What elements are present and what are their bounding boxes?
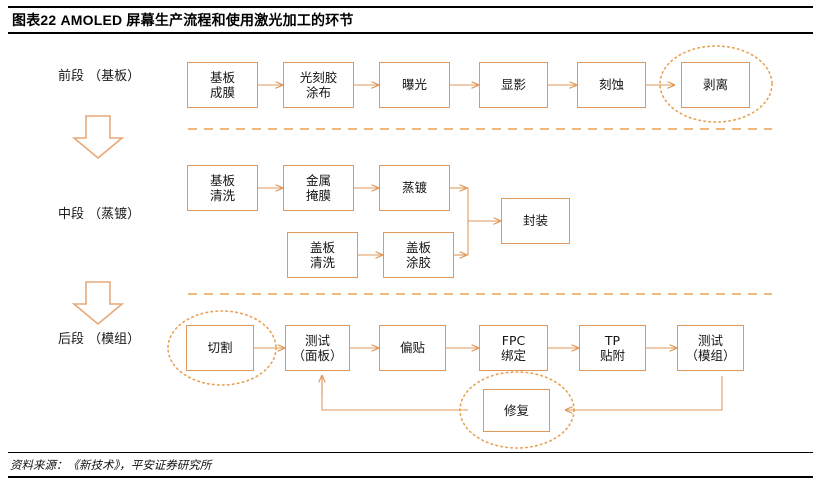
node-polarizer[interactable]: 偏贴 (379, 325, 446, 371)
node-cutting-line1: 切割 (207, 340, 233, 356)
stage-label-front: 前段 （基板） (58, 68, 141, 85)
figure-source-bar: 资料来源：《新技术》，平安证券研究所 (8, 452, 813, 478)
node-tp-attach[interactable]: TP 贴附 (579, 325, 646, 371)
node-test-panel[interactable]: 测试 （面板） (285, 325, 350, 371)
source-note: 资料来源：《新技术》，平安证券研究所 (10, 459, 212, 472)
stage-label-back-line1: 后段 (58, 332, 85, 347)
node-encapsulation-line1: 封装 (522, 213, 548, 229)
node-cover-glue[interactable]: 盖板 涂胶 (383, 232, 454, 278)
node-fpc-bond[interactable]: FPC 绑定 (479, 325, 548, 371)
node-photoresist-coat-line1: 光刻胶 (299, 69, 338, 85)
figure-title-bar: 图表22 AMOLED 屏幕生产流程和使用激光加工的环节 (8, 6, 813, 34)
node-metal-mask[interactable]: 金属 掩膜 (283, 165, 354, 211)
node-exposure[interactable]: 曝光 (379, 62, 450, 108)
node-metal-mask-line1: 金属 (305, 172, 331, 188)
node-test-module-line2: （模组） (685, 348, 736, 363)
node-develop[interactable]: 显影 (479, 62, 548, 108)
node-substrate-clean-line2: 清洗 (209, 188, 235, 203)
node-repair-line1: 修复 (503, 402, 529, 418)
node-cover-glue-line2: 涂胶 (405, 255, 431, 270)
node-cutting[interactable]: 切割 (186, 325, 254, 371)
node-test-panel-line1: 测试 (304, 332, 330, 348)
page-title: 图表22 AMOLED 屏幕生产流程和使用激光加工的环节 (12, 12, 354, 28)
stage-label-front-line1: 前段 (58, 69, 85, 84)
stage-label-back: 后段 （模组） (58, 331, 141, 348)
node-evaporation[interactable]: 蒸镀 (379, 165, 450, 211)
connector-layer (71, 45, 773, 449)
node-repair[interactable]: 修复 (483, 389, 550, 432)
node-cover-glue-line1: 盖板 (405, 239, 431, 255)
node-lift-off[interactable]: 剥离 (681, 62, 750, 108)
node-etch[interactable]: 刻蚀 (577, 62, 646, 108)
node-fpc-bond-line2: 绑定 (500, 348, 526, 363)
node-encapsulation[interactable]: 封装 (501, 198, 570, 244)
node-tp-attach-line1: TP (604, 332, 621, 348)
node-test-module-line1: 测试 (697, 332, 723, 348)
node-evaporation-line1: 蒸镀 (401, 180, 427, 196)
node-substrate-film[interactable]: 基板 成膜 (187, 62, 258, 108)
node-substrate-clean-line1: 基板 (209, 172, 235, 188)
stage-arrow-front-to-middle (71, 115, 125, 160)
stage-label-middle-line1: 中段 (58, 207, 85, 222)
stage-label-back-line2: （模组） (88, 332, 141, 347)
laser-highlight-lift-off (659, 45, 773, 123)
node-substrate-film-line1: 基板 (209, 69, 235, 85)
node-develop-line1: 显影 (500, 77, 526, 93)
node-test-panel-line2: （面板） (292, 348, 343, 363)
flowchart-canvas: 前段 （基板） 中段 （蒸镀） 后段 （模组） 基板 成膜 光刻胶 涂布 曝光 … (0, 36, 821, 450)
node-lift-off-line1: 剥离 (702, 77, 728, 93)
stage-label-middle-line2: （蒸镀） (88, 207, 141, 222)
node-tp-attach-line2: 贴附 (599, 348, 625, 363)
node-photoresist-coat[interactable]: 光刻胶 涂布 (283, 62, 354, 108)
node-exposure-line1: 曝光 (401, 77, 427, 93)
node-cover-clean[interactable]: 盖板 清洗 (287, 232, 358, 278)
node-substrate-film-line2: 成膜 (209, 85, 235, 100)
node-polarizer-line1: 偏贴 (399, 340, 425, 356)
node-etch-line1: 刻蚀 (598, 77, 624, 93)
stage-arrow-middle-to-back (71, 281, 125, 326)
node-fpc-bond-line1: FPC (501, 332, 526, 348)
laser-highlight-cutting (167, 310, 277, 386)
node-photoresist-coat-line2: 涂布 (305, 85, 331, 100)
node-metal-mask-line2: 掩膜 (305, 188, 331, 203)
node-test-module[interactable]: 测试 （模组） (677, 325, 744, 371)
node-cover-clean-line2: 清洗 (309, 255, 335, 270)
stage-label-middle: 中段 （蒸镀） (58, 206, 141, 223)
laser-highlight-repair (459, 371, 575, 449)
node-cover-clean-line1: 盖板 (309, 239, 335, 255)
stage-label-front-line2: （基板） (88, 69, 141, 84)
node-substrate-clean[interactable]: 基板 清洗 (187, 165, 258, 211)
